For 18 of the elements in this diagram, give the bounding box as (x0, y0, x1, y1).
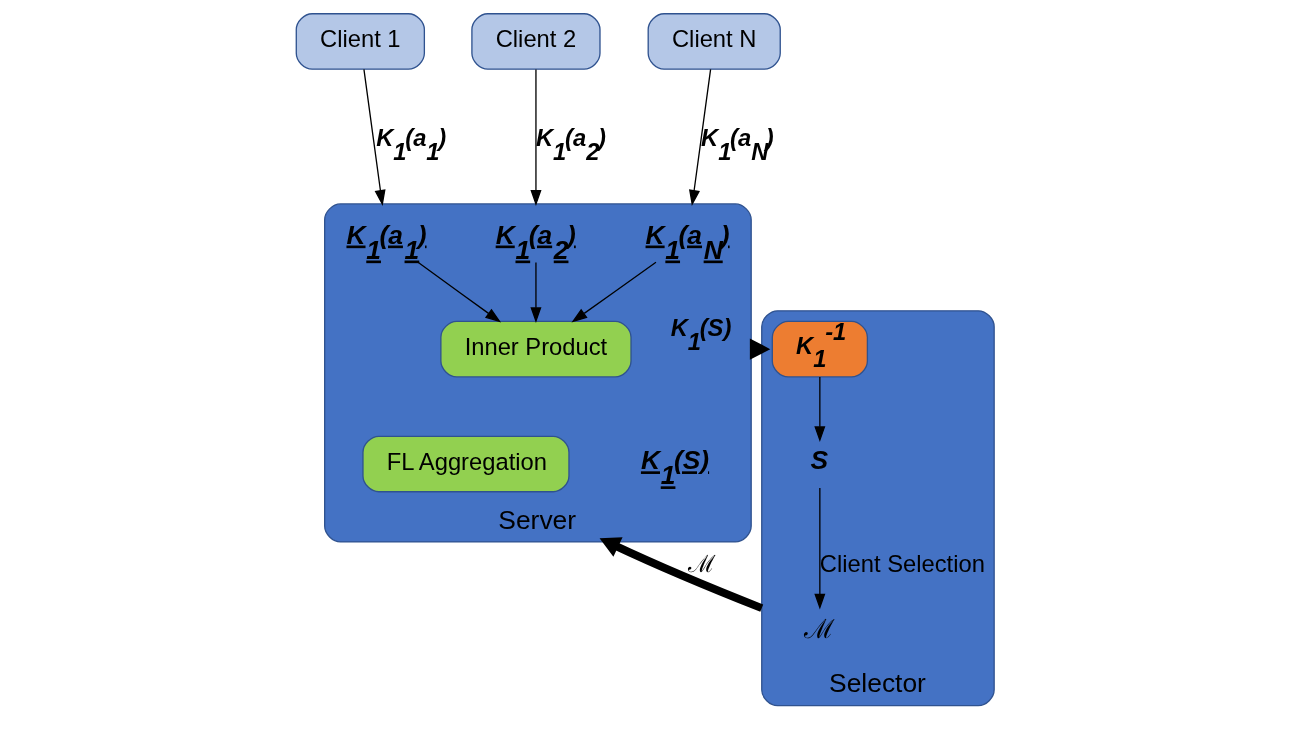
arrow (363, 68, 386, 206)
node-box: Client 1 (295, 13, 426, 70)
arrow (571, 261, 657, 323)
arrow (689, 68, 712, 206)
edge-label: Client Selection (819, 549, 985, 577)
node-box: Client N (647, 13, 781, 70)
arrow (814, 376, 826, 443)
arrow (814, 487, 826, 610)
node-text: S (810, 445, 829, 476)
node-box: Client 2 (471, 13, 601, 70)
arrow (530, 261, 542, 324)
arrow (417, 261, 502, 323)
edge-label: ℳ (687, 549, 715, 577)
node-box: Inner Product (440, 320, 632, 378)
arrow (530, 68, 542, 206)
arrow (599, 537, 764, 612)
node-text: ℳ (804, 614, 835, 645)
node-box: FL Aggregation (362, 435, 570, 493)
